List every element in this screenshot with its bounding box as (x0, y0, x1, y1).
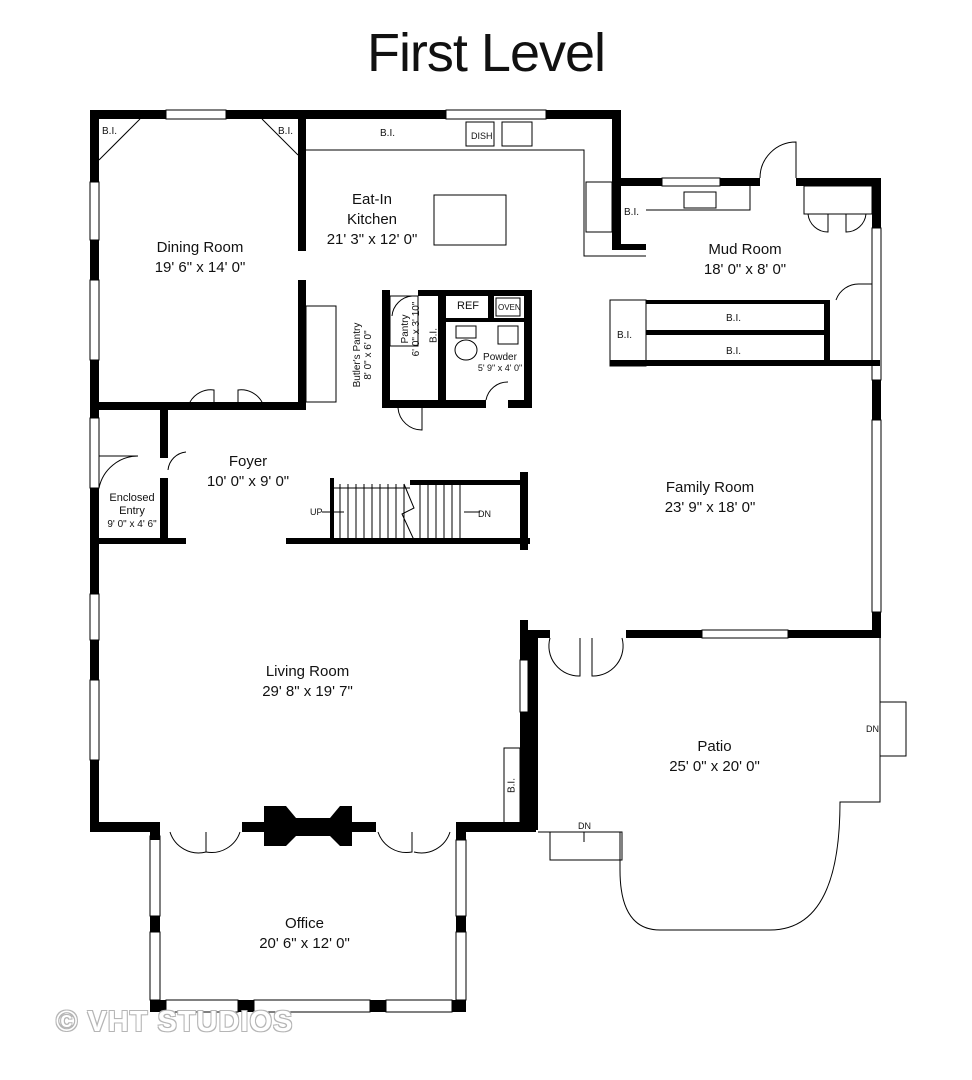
bi-label-dining-right: B.I. (278, 126, 294, 137)
fireplace-label-office: FP (300, 836, 315, 848)
watermark: © VHT STUDIOS (56, 1006, 294, 1038)
living-room-name: Living Room (265, 663, 350, 680)
pantry-name: Pantry (400, 314, 411, 344)
kitchen-label: Eat-In Kitchen 21' 3" x 12' 0" (312, 190, 432, 250)
bi-label-mud-left: B.I. (617, 330, 633, 341)
entry-name-1: Enclosed (109, 492, 155, 504)
office-dims: 20' 6" x 12' 0" (259, 935, 350, 952)
kitchen-dims: 21' 3" x 12' 0" (326, 231, 418, 248)
foyer-label: Foyer 10' 0" x 9' 0" (198, 452, 298, 492)
kitchen-name-1: Eat-In (351, 191, 393, 208)
walls (90, 110, 881, 1012)
bi-label-kitchen: B.I. (380, 128, 396, 139)
dish-label: DISH (471, 131, 493, 141)
family-room-label: Family Room 23' 9" x 18' 0" (650, 478, 770, 518)
bi-label-pantry: B.I. (428, 328, 440, 344)
mud-room-label: Mud Room 18' 0" x 8' 0" (690, 240, 800, 280)
family-room-name: Family Room (665, 479, 755, 496)
entry-label: Enclosed Entry 9' 0" x 4' 6" (100, 492, 164, 531)
mud-room-name: Mud Room (708, 241, 782, 258)
butlers-pantry-label: Butler's Pantry 8' 0" x 6' 0" (352, 310, 374, 400)
patio-label: Patio 25' 0" x 20' 0" (662, 737, 767, 777)
foyer-name: Foyer (228, 453, 268, 470)
stairs-up-label: UP (310, 507, 323, 517)
plan-title: First Level (366, 23, 606, 83)
mud-room-dims: 18' 0" x 8' 0" (703, 261, 787, 278)
entry-dims: 9' 0" x 4' 6" (107, 519, 157, 530)
bi-label-living: B.I. (506, 778, 518, 794)
dining-room-dims: 19' 6" x 14' 0" (154, 259, 246, 276)
family-room-dims: 23' 9" x 18' 0" (664, 499, 756, 516)
bi-label-mud-upper: B.I. (726, 313, 742, 324)
pantry-dims: 6' 0" x 3' 10" (411, 301, 422, 357)
oven-label: OVEN (498, 303, 521, 312)
powder-name: Powder (483, 352, 517, 363)
stairs-down-label: DN (478, 509, 491, 519)
bi-label-mud: B.I. (624, 207, 640, 218)
bi-label-mud-lower: B.I. (726, 346, 742, 357)
foyer-dims: 10' 0" x 9' 0" (206, 473, 290, 490)
patio-dims: 25' 0" x 20' 0" (669, 758, 760, 775)
patio-steps-east-label: DN (866, 724, 879, 734)
patio-steps-south-label: DN (578, 821, 591, 831)
patio-name: Patio (697, 738, 732, 755)
ref-label: REF (457, 300, 479, 312)
kitchen-name-2: Kitchen (346, 211, 398, 228)
windows (89, 109, 907, 1013)
fireplace-label-living: FP (300, 802, 315, 814)
dining-room-label: Dining Room 19' 6" x 14' 0" (150, 238, 250, 278)
dining-room-name: Dining Room (156, 239, 244, 256)
living-room-label: Living Room 29' 8" x 19' 7" (250, 662, 365, 702)
butlers-pantry-name: Butler's Pantry (352, 322, 363, 388)
powder-label: Powder 5' 9" x 4' 0" (470, 352, 530, 374)
office-label: Office 20' 6" x 12' 0" (252, 914, 357, 954)
pantry-label: Pantry 6' 0" x 3' 10" (400, 294, 422, 364)
entry-name-2: Entry (119, 505, 145, 517)
bi-label-dining-left: B.I. (102, 126, 118, 137)
powder-dims: 5' 9" x 4' 0" (477, 363, 523, 373)
office-name: Office (285, 915, 324, 932)
living-room-dims: 29' 8" x 19' 7" (262, 683, 353, 700)
butlers-pantry-dims: 8' 0" x 6' 0" (363, 330, 374, 380)
